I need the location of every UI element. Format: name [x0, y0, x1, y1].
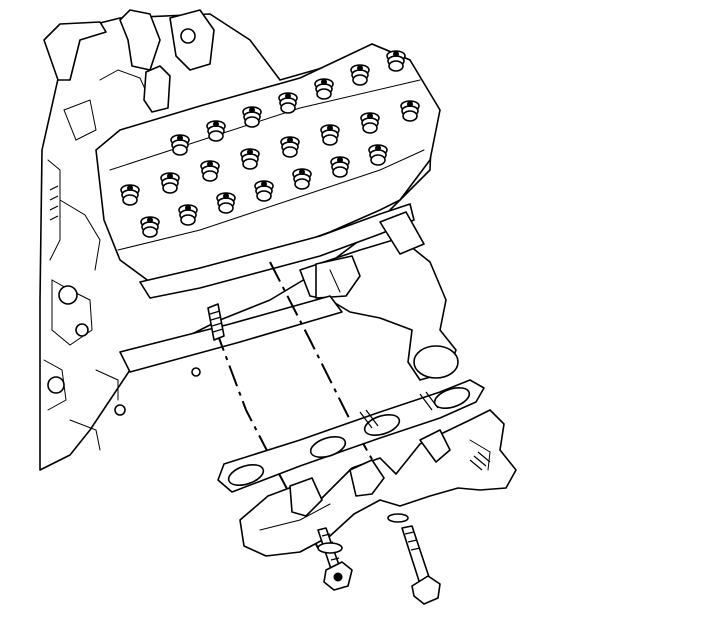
valve-stem-icon	[167, 173, 173, 179]
valve-spring-icon	[362, 122, 378, 134]
valve-stem-icon	[213, 121, 219, 127]
valve-stem-icon	[367, 113, 373, 119]
valve-spring-icon	[208, 130, 224, 142]
exhaust-manifold	[239, 409, 517, 557]
valve-stem-icon	[127, 185, 133, 191]
valve-spring-icon	[388, 60, 404, 72]
valve-stem-icon	[393, 51, 399, 57]
valve-spring-icon	[172, 144, 188, 156]
valve-stem-icon	[337, 157, 343, 163]
valve-spring-icon	[280, 102, 296, 114]
valve-stem-icon	[223, 193, 229, 199]
valve-spring-icon	[142, 226, 158, 238]
valve-stem-icon	[357, 65, 363, 71]
valve-spring-icon	[370, 154, 386, 166]
exhaust-manifold-gasket	[217, 379, 485, 493]
valve-stem-icon	[321, 79, 327, 85]
valve-stem-icon	[299, 169, 305, 175]
valve-spring-icon	[332, 166, 348, 178]
valve-stem-icon	[207, 161, 213, 167]
heat-shield-bracket	[95, 211, 459, 401]
valve-stem-icon	[327, 125, 333, 131]
valve-spring-icon	[218, 202, 234, 214]
manifold-bolt	[387, 513, 441, 605]
valve-spring-icon	[256, 190, 272, 202]
valve-spring-icon	[402, 110, 418, 122]
valve-stem-icon	[375, 145, 381, 151]
valve-stem-icon	[177, 135, 183, 141]
valve-stem-icon	[247, 149, 253, 155]
valve-stem-icon	[147, 217, 153, 223]
valve-stem-icon	[261, 181, 267, 187]
valve-spring-icon	[316, 88, 332, 100]
valve-spring-icon	[244, 116, 260, 128]
valve-spring-icon	[282, 146, 298, 158]
valve-spring-icon	[180, 214, 196, 226]
valve-spring-icon	[162, 182, 178, 194]
valve-stem-icon	[249, 107, 255, 113]
valve-stem-icon	[407, 101, 413, 107]
valve-spring-icon	[294, 178, 310, 190]
manifold-bolt	[207, 303, 225, 341]
stud-nut	[323, 561, 353, 591]
valve-spring-icon	[242, 158, 258, 170]
valve-spring-icon	[122, 194, 138, 206]
valve-spring-icon	[322, 134, 338, 146]
valve-stem-icon	[285, 93, 291, 99]
valve-spring-icon	[202, 170, 218, 182]
valve-springs	[120, 50, 420, 238]
valve-stem-icon	[185, 205, 191, 211]
valve-spring-icon	[352, 74, 368, 86]
valve-stem-icon	[287, 137, 293, 143]
